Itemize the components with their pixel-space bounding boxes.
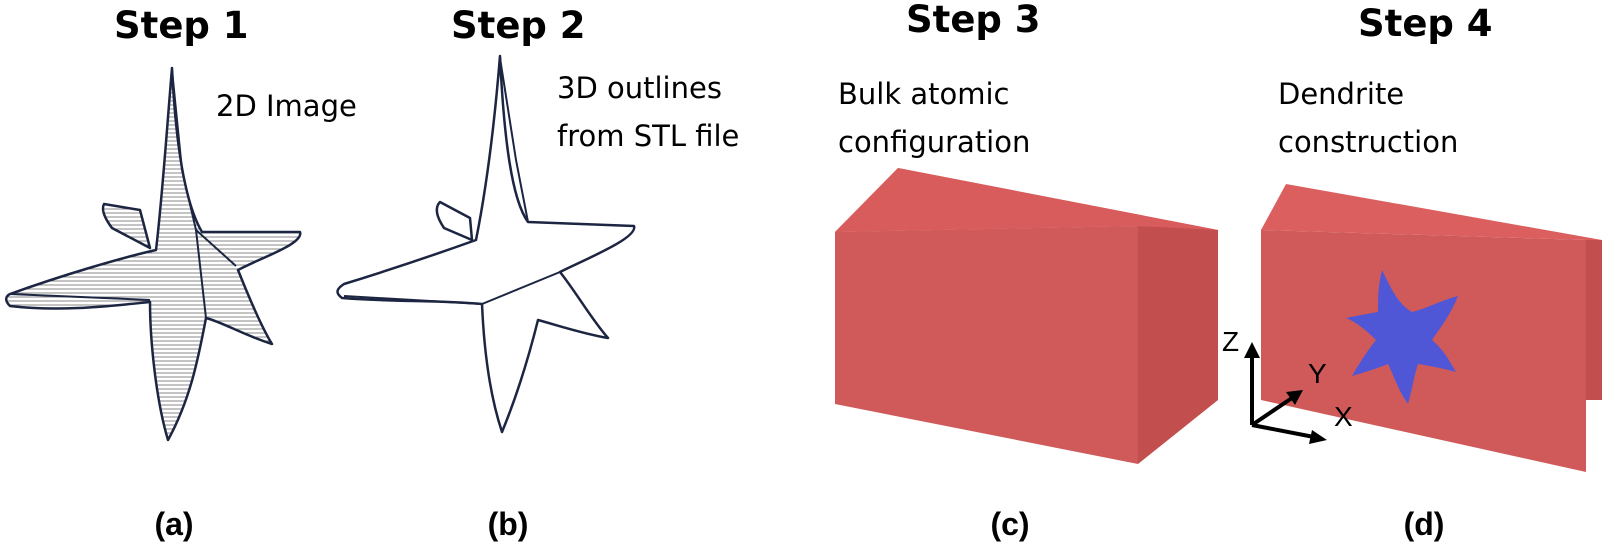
block-front-face (835, 226, 1138, 464)
star-back-fin (101, 202, 152, 250)
bulk-block (835, 168, 1218, 464)
panel-label-d: (d) (1403, 506, 1445, 542)
y-arrowhead (1286, 390, 1303, 405)
step-4-desc-line-1: Dendrite (1278, 77, 1405, 111)
star-body (5, 66, 302, 442)
outline-edge-1 (499, 57, 529, 223)
step-2-title: Step 2 (451, 4, 586, 47)
panel-label-b: (b) (487, 506, 529, 542)
step-1-desc: 2D Image (216, 89, 357, 123)
star-ridge-3 (9, 293, 151, 301)
step-3-desc-line-1: Bulk atomic (838, 77, 1010, 111)
star-3d-outline (336, 54, 636, 434)
outline-edge-2 (343, 271, 561, 306)
y-axis-label: Y (1308, 358, 1327, 389)
y-axis (1250, 396, 1294, 427)
step-2-desc-line-2: from STL file (557, 119, 740, 153)
step-2-desc-line-1: 3D outlines (557, 71, 722, 105)
x-arrowhead (1309, 430, 1327, 444)
dendrite-shape (1346, 270, 1458, 404)
step-1-title: Step 1 (114, 4, 249, 47)
dendrite-block (1261, 184, 1602, 472)
block-d-top-face (1261, 184, 1602, 240)
panel-label-a: (a) (154, 506, 194, 542)
x-axis (1251, 423, 1315, 439)
step-3-title: Step 3 (906, 0, 1041, 41)
x-axis-label: X (1334, 401, 1353, 432)
outline-back-fin (435, 200, 474, 242)
outline-body (336, 54, 636, 434)
block-side-face (1138, 226, 1218, 464)
star-2d-image (5, 66, 302, 442)
star-ridge-1 (171, 69, 237, 267)
panel-label-c: (c) (990, 506, 1030, 542)
axis-triad (1244, 342, 1327, 444)
z-axis-label: Z (1222, 326, 1240, 357)
step-4-title: Step 4 (1358, 2, 1493, 45)
step-3-desc-line-2: configuration (838, 125, 1031, 159)
z-arrowhead (1244, 342, 1260, 358)
block-d-side-face (1586, 240, 1602, 400)
star-ridge-2 (195, 229, 207, 319)
block-top-face-back (835, 168, 1218, 232)
step-4-desc-line-2: construction (1278, 125, 1459, 159)
